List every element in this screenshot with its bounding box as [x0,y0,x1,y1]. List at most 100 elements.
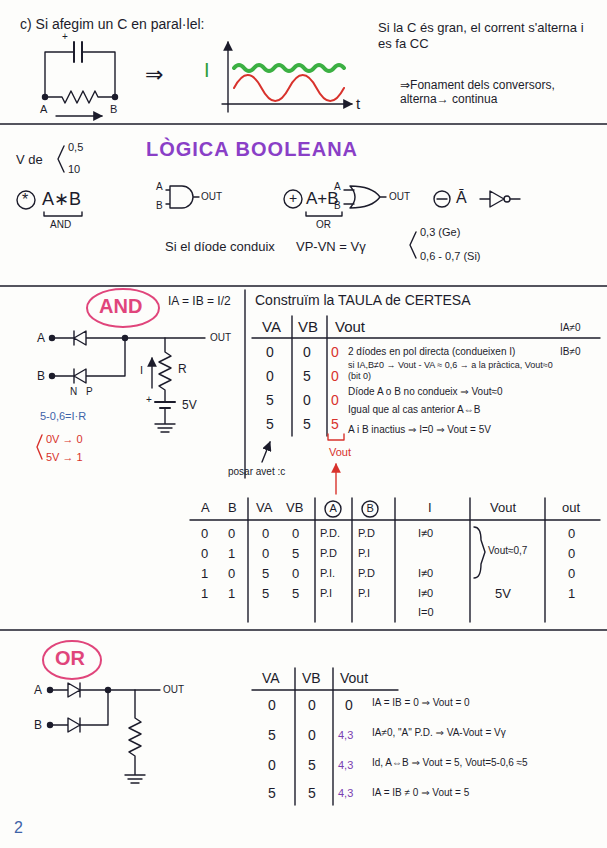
margin-note: posar avet :c [228,466,285,478]
table-cell: 5 [308,785,316,802]
table-cell: I≠0 [418,587,433,600]
table-cell: P.I [358,547,370,560]
highlight-bracket [328,434,344,440]
table-cell: P.I [358,587,370,600]
table-cell: 1 [201,586,208,602]
table-cell: 5V [495,586,511,602]
input-label: B [156,200,163,212]
heading-text: OR [42,640,102,676]
terminal-label: A [40,103,47,116]
implies-arrow: ⇒ [145,62,163,88]
leader-arrow [262,442,270,462]
table-header: out [562,500,580,516]
gate-name: OR [316,219,331,231]
level-bracket [58,146,416,258]
table-header: VB [286,500,303,516]
table-cell: P.I. [320,567,335,580]
table-cell: 5 [268,727,276,744]
table-cell: 0 [268,697,276,714]
table-cell: 0 [292,526,299,542]
voltage-value: 0,3 (Ge) [420,226,460,239]
ellipse-outline [87,289,159,327]
operator-circle [434,191,450,207]
table-cell: 0 [568,546,575,562]
waveform-graph [222,103,352,104]
table-note: Id, A⇔B ⇒ Vout = 5, Vout=5-0,6 ≈5 [372,757,600,769]
table-cell: 0 [201,526,208,542]
input-label: B [334,200,341,212]
table-cell: 0 [303,344,311,361]
table-cell: I=0 [418,606,434,619]
table-note: Díode A o B no condueix ⇒ Vout≈0 [348,386,553,398]
boolean-expression: Ā [456,188,467,207]
or-diode-circuit [106,688,111,693]
column-label: Vout [329,446,351,459]
table-cell: 0 [331,344,339,361]
table-header: VB [298,318,318,336]
table-cell: P.D [358,567,375,580]
waveform-graph [227,42,228,112]
logic-mapping: 0V → 0 [46,433,83,446]
and-diode-circuit [155,401,175,403]
equation-text: 5-0,6=I·R [40,410,86,423]
table-note: A i B inactius ⇒ I=0 ⇒ Vout = 5V [348,424,553,436]
truth-table-grid [190,498,600,622]
rc-circuit [113,95,118,100]
rc-circuit [74,42,82,62]
ellipse-outline [43,641,101,679]
table-cell: 0 [228,526,235,542]
level-value: 0,5 [68,141,83,154]
section-separator [0,124,607,630]
table-cell: 4,3 [338,787,353,800]
current-label: I [204,58,210,82]
table-cell: 0 [266,368,274,385]
table-header: VA [256,500,272,516]
table-cell: 1 [228,546,235,562]
boolean-expression: A+B [306,189,339,209]
and-diode-circuit [159,338,171,402]
not-gate-symbol [480,191,520,207]
heading-text: AND [86,288,160,324]
and-gate-symbol [166,186,199,208]
table-cell: 1 [228,586,235,602]
logic-bracket [37,435,42,459]
or-gate-symbol [344,186,386,208]
group-bracket [474,527,485,578]
table-cell: 4,3 [338,759,353,772]
table-cell: 1 [568,586,575,602]
operator-circle [284,190,302,208]
table-header: VA [262,670,280,687]
equation-text: IA = IB = I/2 [168,294,231,308]
underline-bracket [44,212,342,216]
table-cell: 0 [262,546,269,562]
table-cell: 5 [303,368,311,385]
section-separator [0,124,607,630]
waveform-graph [234,65,344,71]
table-header: VA [262,318,281,336]
voltage-value: 0,6 - 0,7 (Si) [420,250,481,263]
current-note: IA≠0 [560,322,581,334]
table-cell: 5 [292,586,299,602]
truth-table-grid [252,316,600,436]
table-header: A [201,500,210,516]
table-cell: 5 [308,757,316,774]
level-bracket [58,146,416,258]
underline-bracket [44,212,342,216]
operator-circle [437,198,447,199]
and-diode-circuit [50,336,55,341]
table-cell: 5 [266,392,274,409]
table-cell: 0 [568,526,575,542]
table-cell: 5 [268,785,276,802]
gate-name: AND [50,219,71,231]
table-cell: 0 [345,697,353,714]
truth-table-grid [190,498,600,622]
table-cell: P.D [320,547,337,560]
note-text: ⇒Fonament dels conversors, alterna→ cont… [400,78,595,107]
output-label: OUT [163,684,184,696]
table-cell: 5 [292,546,299,562]
table-cell: 0 [331,368,339,385]
highlight-bracket [335,464,336,494]
table-cell: 5 [266,416,274,433]
table-cell: 0 [262,526,269,542]
and-diode-circuit [52,331,205,345]
